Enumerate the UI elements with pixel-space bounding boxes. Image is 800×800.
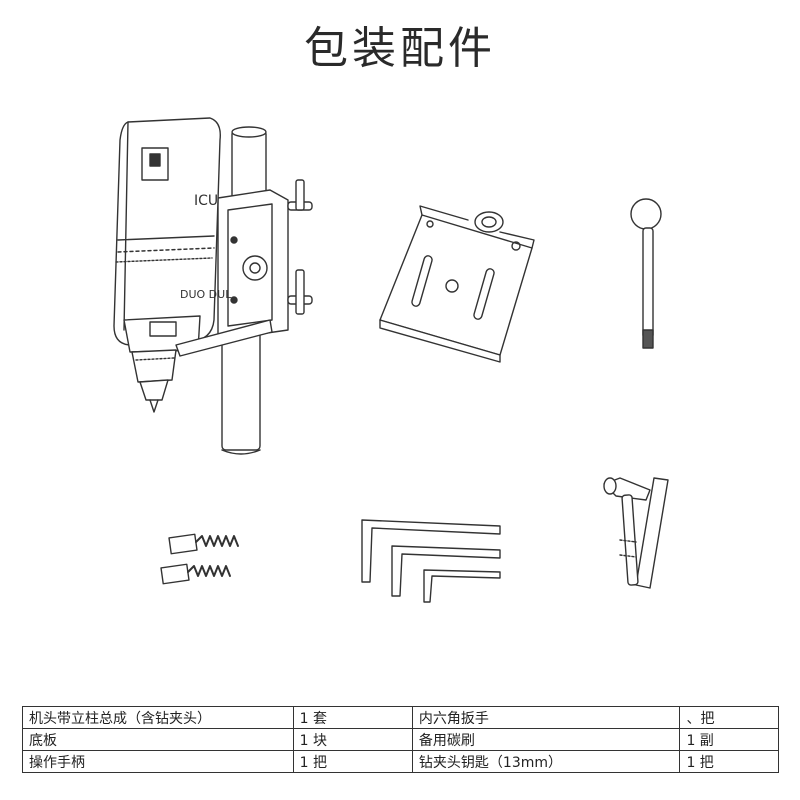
item-name-cell: 钻夹头钥匙（13mm） — [411, 750, 681, 773]
parts-table: 机头带立柱总成（含钻夹头） 1 套 内六角扳手 、把 底板 1 块 备用碳刷 1… — [22, 706, 779, 773]
table-row: 底板 1 块 备用碳刷 1 副 — [22, 728, 779, 751]
carbon-brush-pair-icon — [160, 533, 239, 585]
ball-handle-icon — [630, 198, 662, 349]
item-qty-cell: 1 把 — [292, 750, 413, 773]
item-name-cell: 操作手柄 — [22, 750, 294, 773]
item-name-cell: 内六角扳手 — [411, 706, 681, 729]
item-qty-cell: 1 把 — [679, 750, 779, 773]
item-name-cell: 机头带立柱总成（含钻夹头） — [22, 706, 294, 729]
item-qty-cell: 、把 — [679, 706, 779, 729]
item-qty-cell: 1 套 — [292, 706, 413, 729]
drill-column-assembly-icon: ICU DUO DUL — [113, 117, 313, 455]
base-plate-icon — [379, 205, 535, 363]
item-qty-cell: 1 副 — [679, 728, 779, 751]
page-title: 包装配件 — [304, 23, 496, 74]
svg-text:ICU: ICU — [194, 193, 218, 209]
table-row: 操作手柄 1 把 钻夹头钥匙（13mm） 1 把 — [22, 750, 779, 773]
table-row: 机头带立柱总成（含钻夹头） 1 套 内六角扳手 、把 — [22, 706, 779, 729]
item-qty-cell: 1 块 — [292, 728, 413, 751]
chuck-key-icon — [603, 477, 669, 589]
item-name-cell: 备用碳刷 — [411, 728, 681, 751]
hex-key-set-icon — [361, 519, 501, 603]
svg-text:DUO DUL: DUO DUL — [180, 288, 232, 301]
item-name-cell: 底板 — [22, 728, 294, 751]
